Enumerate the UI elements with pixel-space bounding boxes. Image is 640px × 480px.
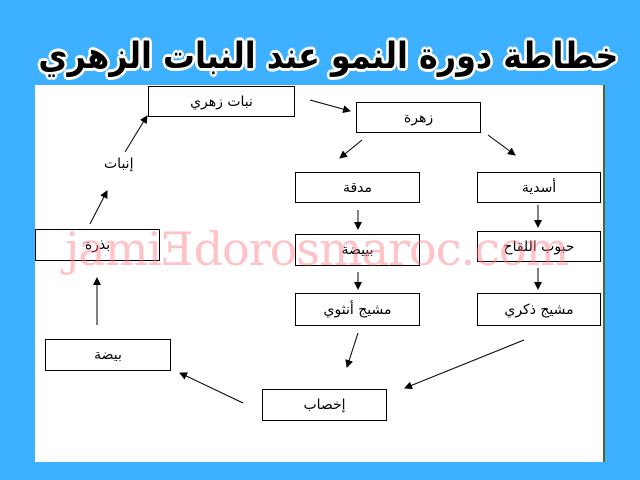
arrow-germination-to-plant — [124, 115, 148, 153]
arrow-seed-to-germination — [89, 190, 108, 225]
node-male-gamete: مشيج ذكري — [477, 293, 601, 326]
page-title: خطاطة دورة النمو عند النبات الزهري — [38, 36, 619, 77]
node-female-gamete: مشيج أنثوي — [295, 293, 420, 326]
node-flowering-plant: نبات زهري — [148, 86, 295, 117]
germination-label: إنبات — [104, 156, 134, 172]
node-flower: زهرة — [356, 102, 481, 133]
node-pollen: حبوب اللقاح — [477, 231, 601, 262]
arrow-flower-to-stamens — [487, 134, 516, 156]
arrow-flower-to-pistil — [339, 139, 363, 159]
node-pistil: مدقة — [295, 172, 420, 203]
node-egg: بيضة — [45, 339, 171, 371]
node-stamens: أسدية — [477, 172, 601, 203]
node-fertilization: إخصاب — [262, 389, 387, 421]
node-seed: بذرة — [35, 229, 160, 261]
arrow-fertilization-to-egg — [179, 372, 244, 404]
node-ovule: بييضة — [295, 234, 420, 266]
arrow-female-gamete-to-fertilization — [345, 332, 359, 368]
arrow-plant-to-flower — [309, 99, 351, 114]
arrow-male-gamete-to-fertilization — [404, 339, 525, 390]
page-title-bar: خطاطة دورة النمو عند النبات الزهري — [0, 36, 640, 78]
